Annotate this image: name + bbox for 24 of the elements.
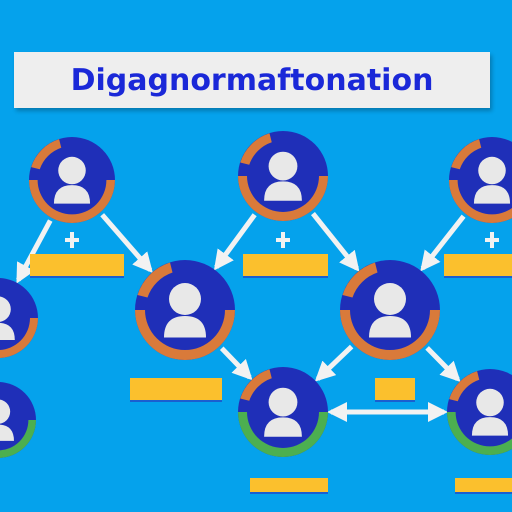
- person-avatar: [447, 369, 512, 455]
- label-box: [375, 378, 415, 400]
- label-box: [243, 254, 328, 276]
- arrow: [425, 346, 461, 382]
- label-box: [250, 478, 328, 492]
- person-avatar: [29, 137, 115, 223]
- label-box: [130, 378, 222, 400]
- person-avatar: [238, 367, 328, 457]
- arrow: [214, 213, 257, 270]
- person-avatar: [449, 137, 512, 223]
- arrow: [420, 214, 466, 272]
- arrow: [100, 213, 153, 274]
- arrow: [314, 344, 354, 382]
- person-avatar: [135, 260, 235, 360]
- label-box: [30, 254, 124, 276]
- label-box: [455, 478, 512, 492]
- arrow: [220, 346, 253, 380]
- arrow: [311, 212, 360, 272]
- person-avatar: [340, 260, 440, 360]
- arrow: [16, 219, 52, 284]
- label-box: [444, 254, 512, 276]
- title: Digagnormaftonation: [70, 62, 434, 98]
- person-avatar: [238, 131, 328, 221]
- arrow: [327, 402, 448, 422]
